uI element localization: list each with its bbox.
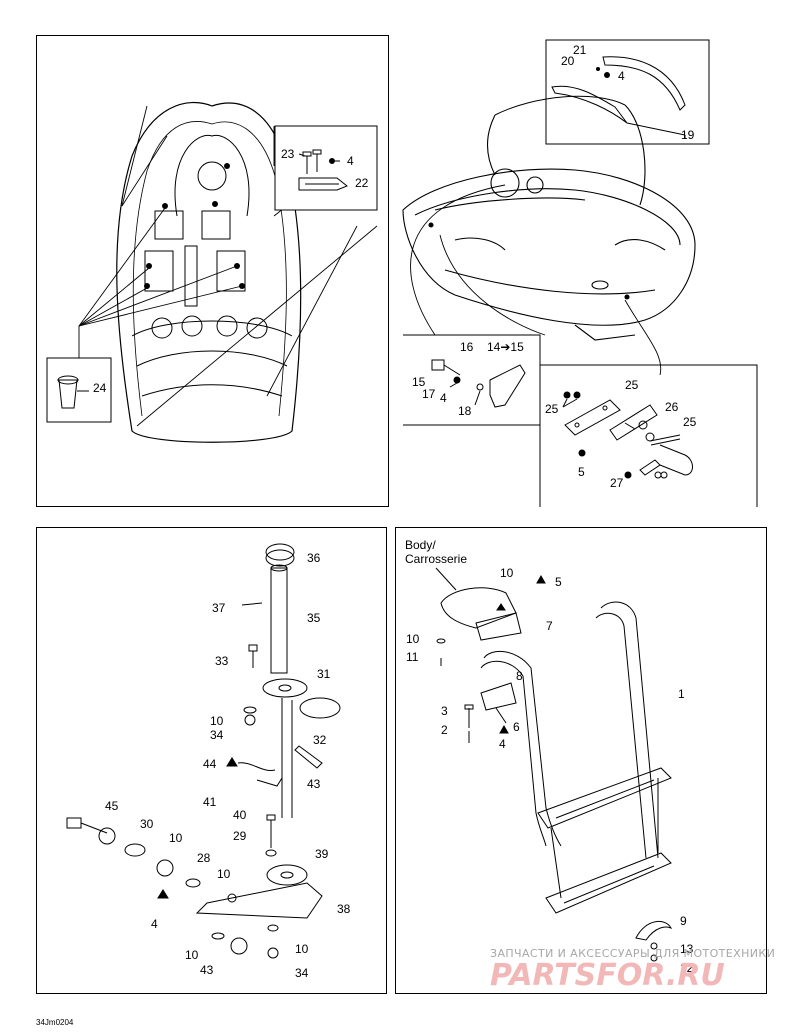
- callout-37: 37: [212, 601, 226, 615]
- callout-10c: 10: [217, 867, 231, 881]
- callout-16: 16: [460, 340, 474, 354]
- callout-10a: 10: [210, 714, 224, 728]
- callout-39: 39: [315, 847, 329, 861]
- callout-20: 20: [561, 54, 575, 68]
- callout-43b: 43: [200, 963, 214, 977]
- callout-4: 4: [151, 917, 158, 931]
- callout-4: 4: [618, 69, 625, 83]
- callout-10b: 29: [233, 829, 247, 843]
- callout-5: 5: [578, 465, 585, 479]
- callout-18: 18: [458, 404, 472, 418]
- callout-2: 2: [441, 723, 448, 737]
- callout-9: 9: [680, 914, 687, 928]
- callout-25c: 25: [683, 415, 697, 429]
- callout-4b: 4: [440, 391, 447, 405]
- callout-19: 19: [681, 128, 695, 142]
- callout-8: 8: [516, 669, 523, 683]
- callout-40: 40: [233, 808, 247, 822]
- callout-43a: 43: [307, 777, 321, 791]
- callout-28: 28: [197, 851, 211, 865]
- callout-10e: 10: [295, 942, 309, 956]
- callout-3: 3: [441, 704, 448, 718]
- table-post-exploded-view: 36 37 35 33 31 10 34 32 44 43 41 40 45 3…: [66, 543, 351, 980]
- callout-6: 6: [513, 720, 520, 734]
- callout-26: 26: [665, 400, 679, 414]
- callout-5: 5: [555, 575, 562, 589]
- callout-25a: 25: [625, 378, 639, 392]
- callout-31: 31: [317, 667, 331, 681]
- panel-table-post: 36 37 35 33 31 10 34 32 44 43 41 40 45 3…: [36, 527, 387, 994]
- callout-10b: 10: [406, 632, 420, 646]
- callout-11: 11: [406, 650, 419, 664]
- panel-boarding-ladder: Body/ Carrosserie: [395, 527, 767, 994]
- callout-24: 24: [93, 381, 107, 395]
- callout-34b: 34: [295, 966, 309, 980]
- callout-32: 32: [313, 733, 327, 747]
- callout-25b: 25: [545, 402, 559, 416]
- callout-34a: 34: [210, 728, 224, 742]
- callout-7: 7: [546, 619, 553, 633]
- callout-27: 27: [610, 476, 624, 490]
- body-label-line1: Body/: [405, 538, 436, 552]
- panel-deck-hardware: 23 4 22 24: [36, 35, 389, 507]
- callout-33: 33: [215, 654, 229, 668]
- callout-35: 35: [307, 611, 321, 625]
- callout-23: 23: [281, 147, 295, 161]
- callout-13: 13: [680, 942, 694, 956]
- panel-boat-grab-handles: 21 20 4 19 16 14➔15 15 17 4 18 25 25 26 …: [395, 35, 767, 507]
- callout-38: 38: [337, 902, 351, 916]
- callout-1: 1: [678, 687, 685, 701]
- deck-top-view-illustration: 23 4 22 24: [46, 102, 378, 443]
- callout-10d: 10: [185, 948, 199, 962]
- callout-21: 21: [573, 43, 587, 57]
- callout-4: 4: [347, 154, 354, 168]
- callout-45: 45: [105, 799, 119, 813]
- callout-10a: 10: [500, 566, 514, 580]
- callout-17: 17: [422, 387, 436, 401]
- callout-30: 30: [140, 817, 154, 831]
- callout-12: 12: [680, 961, 694, 975]
- boat-overview-illustration: 21 20 4 19 16 14➔15 15 17 4 18 25 25 26 …: [402, 39, 758, 507]
- callout-36: 36: [307, 551, 321, 565]
- body-label-line2: Carrosserie: [405, 552, 467, 566]
- figure-code: 34Jm0204: [36, 1018, 74, 1027]
- callout-15: 15: [412, 375, 426, 389]
- callout-4: 4: [499, 737, 506, 751]
- callout-14-to-15: 14➔15: [487, 340, 524, 354]
- callout-22: 22: [355, 176, 369, 190]
- callout-29: 10: [169, 831, 183, 845]
- callout-41: 41: [203, 795, 217, 809]
- ladder-exploded-view: Body/ Carrosserie: [405, 538, 694, 975]
- callout-44: 44: [203, 757, 217, 771]
